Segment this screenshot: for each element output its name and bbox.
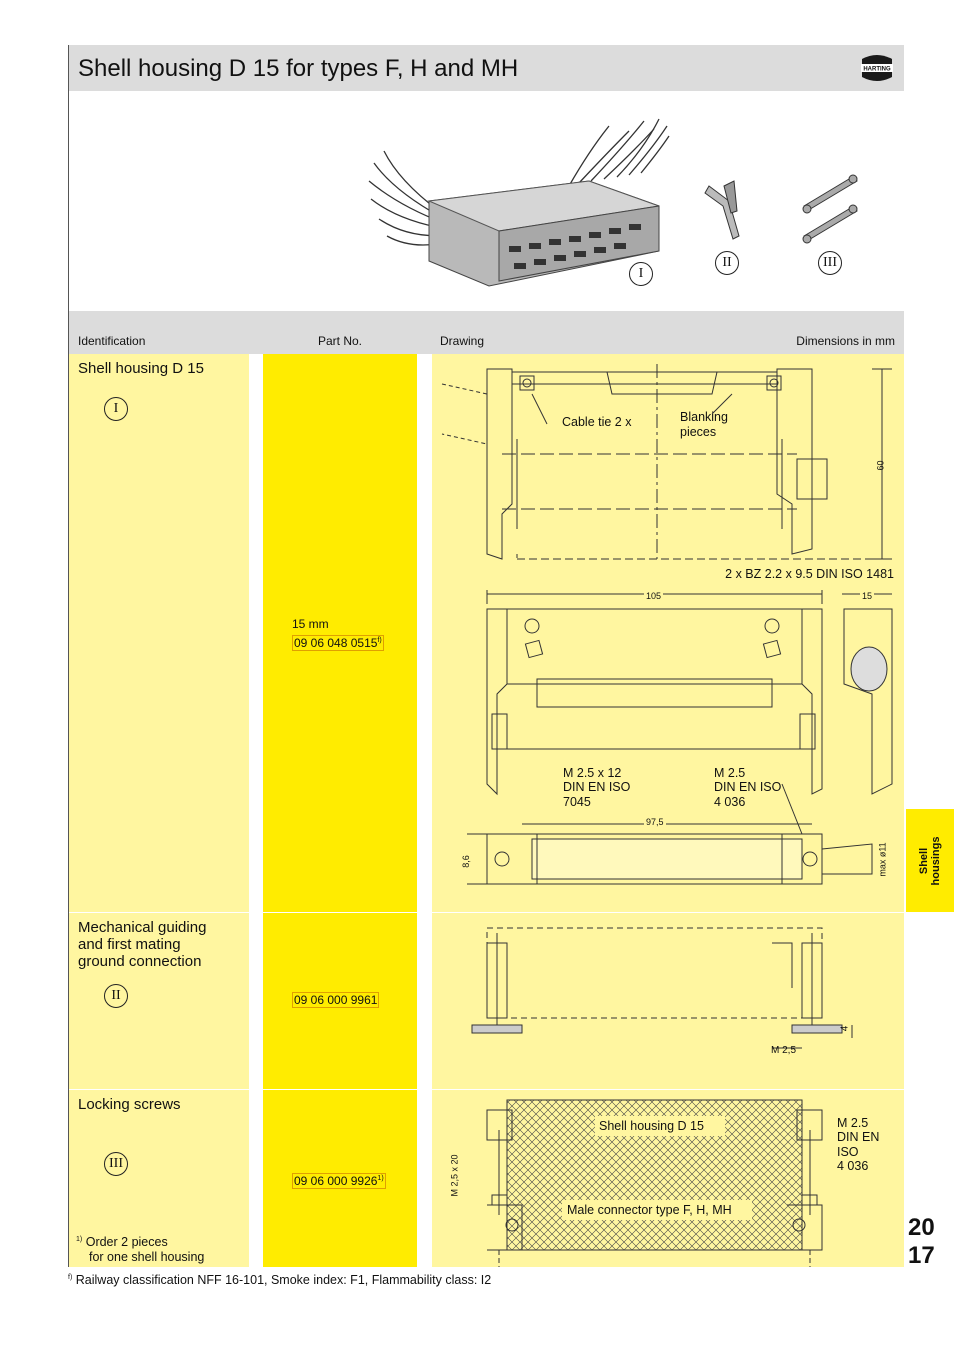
column-identification: Identification bbox=[78, 334, 146, 348]
label-m25-1: M 2.5 bbox=[837, 1116, 869, 1130]
item-name-line-1: Mechanical guiding bbox=[78, 919, 207, 936]
label-m25-2: DIN EN bbox=[837, 1130, 880, 1144]
row-shell-housing: Shell housing D 15 I 15 mm 09 06 048 051… bbox=[69, 354, 904, 912]
label-dim-86: 8,6 bbox=[460, 855, 471, 868]
identification-cell: Locking screws III 1) Order 2 pieces for… bbox=[69, 1090, 249, 1267]
part-no-cell: 09 06 000 99261) bbox=[263, 1090, 417, 1267]
label-shell-housing: Shell housing D 15 bbox=[599, 1119, 704, 1133]
photo-label-ii: II bbox=[715, 251, 739, 275]
label-m25-2: DIN EN ISO bbox=[714, 780, 782, 794]
item-name: Locking screws bbox=[78, 1096, 181, 1113]
photo-label-i: I bbox=[629, 262, 653, 286]
photo-label-iii: III bbox=[818, 251, 842, 275]
row-locking-screws: Locking screws III 1) Order 2 pieces for… bbox=[69, 1090, 904, 1267]
item-name-line-2: and first mating bbox=[78, 936, 181, 953]
product-photo-illustration bbox=[368, 118, 858, 287]
label-m25-1: M 2.5 bbox=[714, 766, 746, 780]
page-chapter: 20 bbox=[908, 1214, 935, 1241]
technical-drawing-screws bbox=[486, 1099, 823, 1267]
label-m25x20: M 2,5 x 20 bbox=[449, 1154, 460, 1197]
drawing-cell: Shell housing D 15 Male connector type F… bbox=[432, 1090, 904, 1267]
label-m25-4: 4 036 bbox=[837, 1159, 869, 1173]
footnote-text: Railway classification NFF 16-101, Smoke… bbox=[75, 1273, 492, 1287]
label-m25x12-2: DIN EN ISO bbox=[563, 780, 631, 794]
part-number: 09 06 000 99261) bbox=[292, 1173, 386, 1189]
logo-text: HARTING bbox=[863, 67, 891, 73]
label-male-connector: Male connector type F, H, MH bbox=[567, 1203, 732, 1217]
label-dim-max11: max ø11 bbox=[877, 842, 888, 877]
drawing-cell: M 2,5 4 bbox=[432, 913, 904, 1089]
label-blanking-2: pieces bbox=[680, 425, 717, 439]
label-m25x12-1: M 2.5 x 12 bbox=[563, 766, 622, 780]
label-cable-tie: Cable tie 2 x bbox=[562, 415, 632, 429]
page-frame bbox=[68, 45, 905, 1267]
label-m25: M 2,5 bbox=[771, 1045, 797, 1056]
page-title: Shell housing D 15 for types F, H and MH bbox=[78, 55, 519, 82]
label-dim-4: 4 bbox=[839, 1025, 851, 1032]
label-m25-3: 4 036 bbox=[714, 795, 746, 809]
column-dimensions: Dimensions in mm bbox=[796, 334, 895, 348]
technical-drawing-guiding bbox=[471, 927, 853, 1049]
label-dim-60: 60 bbox=[875, 460, 886, 471]
column-drawing: Drawing bbox=[440, 334, 485, 348]
item-roman-label: III bbox=[104, 1152, 128, 1176]
technical-drawing-shell bbox=[441, 364, 893, 885]
footnote: f) Railway classification NFF 16-101, Sm… bbox=[68, 1273, 491, 1287]
label-screws: 2 x BZ 2.2 x 9.5 DIN ISO 1481 bbox=[725, 567, 894, 581]
label-dim-15: 15 bbox=[860, 589, 875, 604]
row-mechanical-guiding: Mechanical guiding and first mating grou… bbox=[69, 913, 904, 1089]
label-dim-105: 105 bbox=[644, 589, 664, 604]
identification-cell: Mechanical guiding and first mating grou… bbox=[69, 913, 249, 1089]
part-no-cell: 09 06 000 9961 bbox=[263, 913, 417, 1089]
harting-logo: HARTING bbox=[861, 55, 893, 81]
label-blanking-1: Blanking bbox=[680, 410, 728, 424]
column-header: Identification Part No. Drawing Dimensio… bbox=[69, 311, 904, 354]
page-num: 17 bbox=[908, 1242, 935, 1269]
part-number: 09 06 048 0515f) bbox=[292, 635, 384, 651]
product-photo: I II III bbox=[69, 91, 904, 311]
identification-cell: Shell housing D 15 I bbox=[69, 354, 249, 912]
part-label: 15 mm bbox=[292, 617, 329, 631]
page-number: 20 17 bbox=[908, 1214, 935, 1270]
part-number: 09 06 000 9961 bbox=[292, 992, 380, 1008]
page-header: Shell housing D 15 for types F, H and MH… bbox=[69, 45, 904, 91]
label-m25-3: ISO bbox=[837, 1145, 859, 1159]
column-part-no: Part No. bbox=[318, 334, 363, 348]
label-m25x12-3: 7045 bbox=[563, 795, 591, 809]
label-dim-975: 97,5 bbox=[644, 815, 666, 830]
footnote-marker: f) bbox=[68, 1273, 73, 1281]
item-name-line-3: ground connection bbox=[78, 953, 202, 970]
item-roman-label: I bbox=[104, 397, 128, 421]
order-note: 1) Order 2 pieces for one shell housing bbox=[76, 1235, 205, 1265]
item-name: Shell housing D 15 bbox=[78, 360, 204, 377]
part-no-cell: 15 mm 09 06 048 0515f) bbox=[263, 354, 417, 912]
item-roman-label: II bbox=[104, 984, 128, 1008]
drawing-cell: Cable tie 2 x Blanking pieces 60 2 x BZ … bbox=[432, 354, 904, 912]
